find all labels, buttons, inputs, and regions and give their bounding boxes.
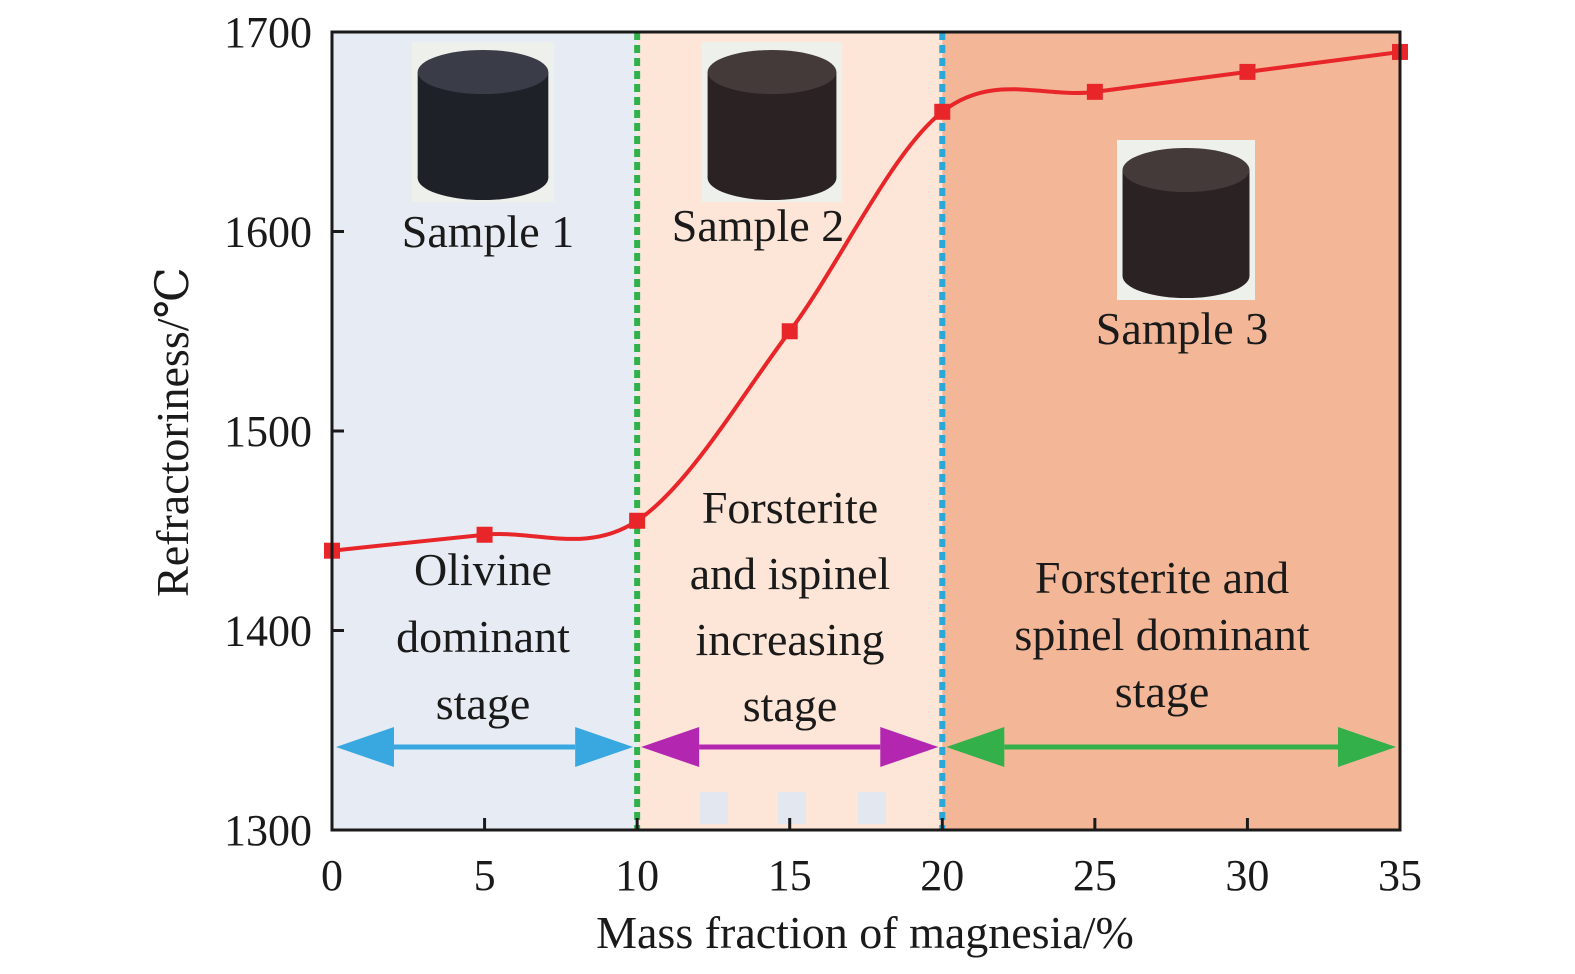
arrow-head-left <box>641 727 700 767</box>
cylinder-top <box>417 50 549 94</box>
arrow-head-right <box>575 727 634 767</box>
stage-3-label-line: stage <box>1115 666 1210 717</box>
series-refractoriness <box>324 43 1408 559</box>
data-point-15 <box>781 323 798 340</box>
stage-2-label-line: Forsterite <box>702 482 878 533</box>
sample-labels: Sample 1 Sample 2 Sample 3 <box>402 200 1268 354</box>
stage-2-label-line: stage <box>743 680 838 731</box>
data-point-25 <box>1086 83 1103 100</box>
arrow-head-left <box>946 727 1005 767</box>
y-axis-title: Refractoriness/℃ <box>147 267 198 597</box>
sample-2-image <box>702 42 842 202</box>
axes: 0 5 10 15 20 25 30 35 1300 1400 1500 1600 1700 <box>224 8 1422 900</box>
sample-images <box>412 42 1255 824</box>
stage-labels: Olivine dominant stage Forsterite and ispine… <box>396 482 1310 731</box>
x-tick-label: 15 <box>768 851 812 900</box>
stage-arrows <box>336 727 1396 767</box>
data-point-30 <box>1239 63 1256 80</box>
stage-3-label-line: spinel dominant <box>1014 609 1309 660</box>
arrow-head-left <box>336 727 394 767</box>
x-tick-label: 30 <box>1225 851 1269 900</box>
series-line <box>331 49 1401 553</box>
x-tick-label: 0 <box>321 851 343 900</box>
x-tick-label: 10 <box>615 851 659 900</box>
y-tick-label: 1500 <box>224 407 312 456</box>
data-point-5 <box>476 526 493 543</box>
y-tick-label: 1300 <box>224 806 312 855</box>
stage-2-label-line: and ispinel <box>690 548 891 599</box>
sample-2-label: Sample 2 <box>672 200 844 251</box>
stage-2-label-line: increasing <box>695 614 884 665</box>
cylinder-top <box>1122 148 1250 192</box>
data-point-10 <box>629 512 646 529</box>
x-tick-label: 20 <box>920 851 964 900</box>
stage-dividers <box>634 32 946 830</box>
cylinder-base <box>1122 254 1250 298</box>
y-tick-label: 1600 <box>224 208 312 257</box>
x-tick-label: 5 <box>474 851 496 900</box>
arrow-head-right <box>880 727 939 767</box>
stage-arrow-1 <box>336 727 634 767</box>
stage-3-label-line: Forsterite and <box>1035 552 1289 603</box>
x-axis-title: Mass fraction of magnesia/% <box>596 907 1134 958</box>
sample-3-image <box>1117 140 1255 300</box>
data-point-20 <box>934 103 951 120</box>
stage-1-label-line: dominant <box>396 611 570 662</box>
sample-1-label: Sample 1 <box>402 206 574 257</box>
cylinder-top <box>707 50 837 94</box>
y-tick-label: 1700 <box>224 8 312 57</box>
stage2-block-1 <box>700 792 728 824</box>
stage2-block-2 <box>778 792 806 824</box>
stage-1-label-line: Olivine <box>414 544 552 595</box>
stage-arrow-3 <box>946 727 1396 767</box>
y-tick-label: 1400 <box>224 607 312 656</box>
cylinder-base <box>417 156 549 200</box>
sample-3-label: Sample 3 <box>1096 303 1268 354</box>
stage2-block-3 <box>858 792 886 824</box>
arrow-head-right <box>1338 727 1396 767</box>
cylinder-base <box>707 156 837 200</box>
x-tick-label: 35 <box>1378 851 1422 900</box>
stage-arrow-2 <box>641 727 939 767</box>
sample-1-image <box>412 42 554 202</box>
x-tick-label: 25 <box>1073 851 1117 900</box>
stage-1-label-line: stage <box>436 678 531 729</box>
